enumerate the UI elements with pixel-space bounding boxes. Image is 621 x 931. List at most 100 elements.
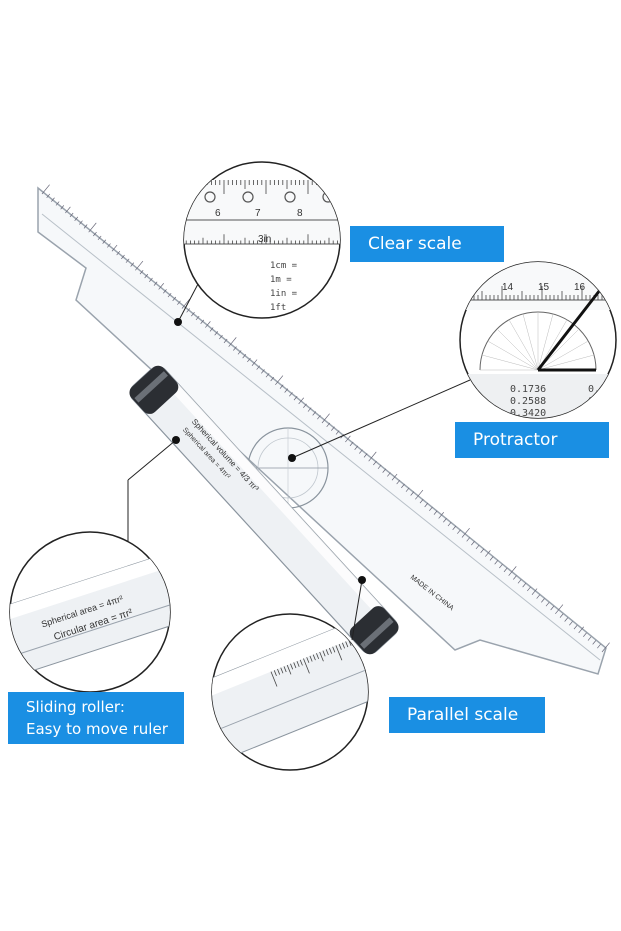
tick-mark — [489, 556, 494, 561]
marker-dot-parallel — [358, 576, 366, 584]
tick-mark — [592, 640, 597, 645]
tick-mark — [391, 473, 398, 481]
tick-mark — [284, 388, 289, 393]
parallel-scale-label: Parallel scale — [389, 697, 545, 733]
tick-mark — [172, 296, 177, 302]
tick-mark — [270, 671, 278, 687]
tick-mark — [277, 668, 281, 675]
tick-mark — [55, 201, 60, 206]
tick-mark — [335, 645, 343, 661]
tick-mark — [219, 334, 223, 340]
tick-mark — [275, 375, 284, 386]
tick-mark — [163, 289, 167, 294]
tick-mark — [555, 604, 564, 615]
tick-mark — [195, 315, 200, 321]
tick-mark — [51, 197, 55, 202]
tick-mark — [158, 283, 165, 290]
tick-mark — [564, 617, 569, 622]
protractor-label: Protractor — [455, 422, 609, 458]
tick-mark — [149, 277, 153, 283]
tick-mark — [286, 664, 292, 675]
tick-mark — [130, 262, 135, 267]
roller-end-cap-bottom — [349, 606, 399, 655]
tick-mark — [102, 239, 107, 244]
tick-mark — [209, 327, 214, 332]
tick-mark — [316, 653, 320, 659]
tick-mark — [363, 453, 368, 458]
tick-mark — [191, 312, 195, 317]
scale-unit-mark: 3in — [258, 234, 271, 245]
tick-mark — [317, 415, 321, 420]
tick-mark — [335, 430, 340, 435]
tick-mark — [331, 426, 335, 431]
clear-scale-label: Clear scale — [350, 226, 504, 262]
tick-mark — [326, 422, 331, 428]
tick-mark — [419, 499, 424, 504]
tick-mark — [522, 313, 539, 371]
tick-mark — [349, 441, 354, 447]
tick-mark — [569, 621, 573, 626]
tick-mark — [88, 222, 97, 233]
tick-mark — [587, 636, 592, 641]
tick-mark — [319, 651, 324, 662]
tick-mark — [69, 212, 74, 218]
tick-mark — [487, 340, 539, 371]
tick-mark — [46, 193, 51, 199]
tick-mark — [283, 666, 287, 673]
protractor-number-14: 14 — [502, 282, 514, 293]
tick-mark — [306, 657, 310, 663]
tick-mark — [332, 646, 336, 653]
protractor-number-15: 15 — [538, 282, 550, 293]
tick-mark — [153, 281, 158, 286]
tick-mark — [373, 460, 377, 466]
tick-mark — [429, 506, 433, 512]
tick-mark — [233, 346, 237, 351]
tick-mark — [299, 659, 303, 666]
tick-mark — [480, 548, 485, 553]
tick-mark — [359, 449, 363, 454]
tick-mark — [368, 451, 377, 462]
tick-mark — [494, 560, 499, 565]
tick-mark — [289, 392, 293, 397]
sliding-roller: Spherical volume = 4/3 πr³ Spherical are… — [129, 362, 402, 655]
tick-mark — [424, 502, 429, 508]
tick-mark — [116, 250, 121, 256]
tick-mark — [438, 512, 445, 519]
tick-mark — [377, 464, 382, 470]
tick-mark — [342, 642, 346, 649]
tick-mark — [401, 483, 405, 489]
tick-mark — [279, 384, 284, 389]
tick-mark — [345, 641, 349, 648]
tick-mark — [322, 650, 326, 657]
tick-mark — [83, 224, 88, 229]
tick-mark — [303, 658, 310, 674]
tick-mark — [228, 337, 237, 347]
tick-mark — [200, 319, 205, 324]
tick-mark — [461, 527, 470, 538]
tick-mark — [405, 487, 410, 492]
tick-mark — [41, 184, 50, 195]
tick-mark — [531, 588, 538, 595]
marker-dot-protractor — [288, 454, 296, 462]
tick-mark — [93, 231, 97, 237]
tick-mark — [559, 613, 564, 618]
tick-mark — [517, 579, 522, 584]
tick-mark — [186, 308, 191, 313]
tick-mark — [125, 258, 130, 263]
tick-mark — [214, 331, 219, 336]
tick-mark — [513, 575, 517, 580]
tick-mark — [321, 413, 330, 424]
tick-mark — [508, 319, 539, 371]
protractor-value-4: 0.984 — [588, 384, 618, 395]
sliding-roller-label: Sliding roller: Easy to move ruler — [8, 692, 184, 744]
tick-mark — [537, 313, 554, 371]
tick-mark — [312, 411, 317, 416]
protractor-value-3: 0.3420 — [510, 408, 546, 419]
clear-scale-label-text: Clear scale — [368, 234, 462, 254]
tick-mark — [303, 403, 307, 408]
tick-mark — [550, 605, 555, 611]
tick-mark — [329, 647, 333, 654]
sliding-roller-subtitle: Easy to move ruler — [26, 720, 168, 738]
tick-mark — [256, 365, 261, 370]
zoom-sliding-roller: Spherical area = 4πr² Circular area = πr… — [9, 531, 171, 693]
